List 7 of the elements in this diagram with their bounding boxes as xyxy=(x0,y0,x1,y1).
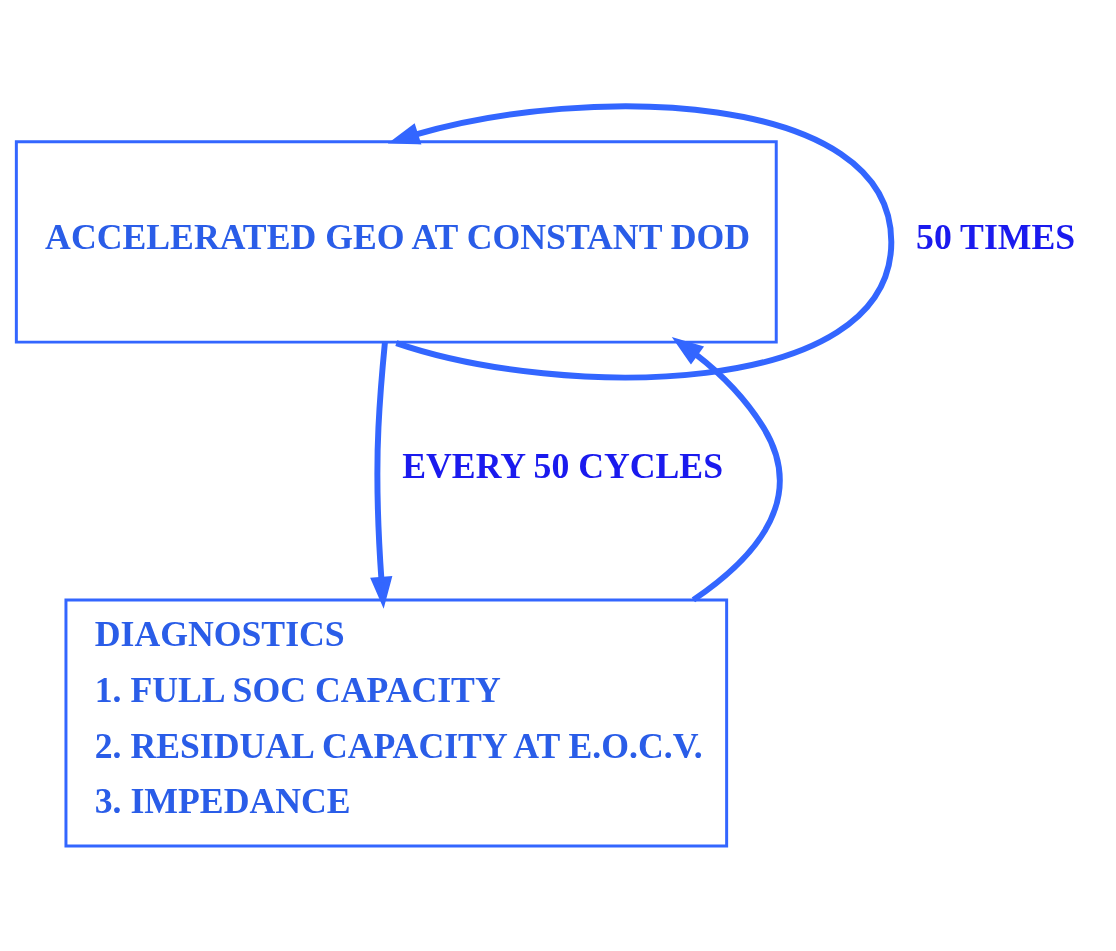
arrow xyxy=(370,342,393,609)
arrow xyxy=(387,103,895,380)
arrow xyxy=(671,336,783,602)
node-box: DIAGNOSTICS 1. FULL SOC CAPACITY 2. RESIDUAL CAPACITY AT E.O.C.V. 3. IMPEDANCE xyxy=(64,598,729,848)
node-box: ACCELERATED GEO AT CONSTANT DOD xyxy=(14,139,778,344)
edge-label: EVERY 50 CYCLES xyxy=(402,445,724,486)
edge-label: 50 TIMES xyxy=(916,216,1076,257)
